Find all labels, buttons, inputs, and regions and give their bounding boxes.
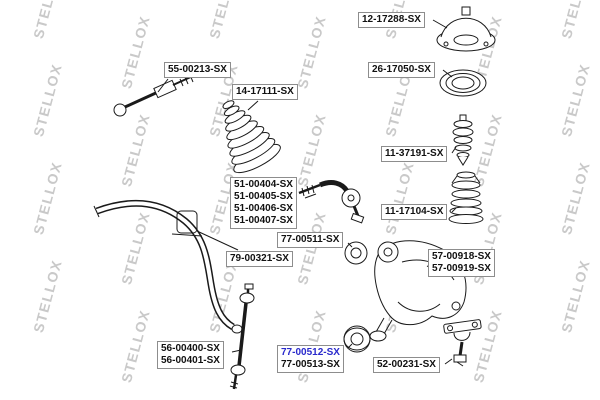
- ball-joint-drawing: [443, 319, 482, 367]
- part-label-ball-joint: 52-00231-SX: [373, 357, 440, 373]
- part-label-rear-bushing: 77-00512-SX 77-00513-SX: [277, 345, 344, 373]
- part-number[interactable]: 51-00406-SX: [234, 203, 293, 214]
- part-number[interactable]: 11-17104-SX: [385, 206, 444, 217]
- part-number[interactable]: 52-00231-SX: [377, 359, 436, 370]
- part-label-strut-bearing: 26-17050-SX: [368, 62, 435, 78]
- part-label-front-bushing: 77-00511-SX: [277, 232, 344, 248]
- shock-boot-drawing: [448, 171, 484, 224]
- part-number[interactable]: 77-00513-SX: [281, 359, 340, 370]
- rear-bushing-drawing: [343, 325, 371, 353]
- part-label-axial-joint: 55-00213-SX: [164, 62, 231, 78]
- part-label-control-arm: 57-00918-SX 57-00919-SX: [428, 249, 495, 277]
- tie-rod-end-drawing: [298, 180, 365, 224]
- part-number[interactable]: 51-00407-SX: [234, 215, 293, 226]
- part-number[interactable]: 55-00213-SX: [168, 64, 227, 75]
- bump-stop-drawing: [452, 114, 474, 166]
- part-label-bump-stop: 11-37191-SX: [381, 146, 448, 162]
- part-number[interactable]: 57-00918-SX: [432, 251, 491, 262]
- part-label-steering-boot: 14-17111-SX: [232, 84, 298, 100]
- part-number[interactable]: 11-37191-SX: [385, 148, 444, 159]
- part-number[interactable]: 57-00919-SX: [432, 263, 491, 274]
- part-number[interactable]: 77-00511-SX: [281, 234, 340, 245]
- part-label-stabilizer-link: 56-00400-SX 56-00401-SX: [157, 341, 224, 369]
- axial-joint-drawing: [113, 74, 194, 117]
- part-label-shock-boot: 11-17104-SX: [381, 204, 448, 220]
- part-number[interactable]: 79-00321-SX: [230, 253, 289, 264]
- part-number[interactable]: 12-17288-SX: [362, 14, 421, 25]
- part-label-tie-rod-ends: 51-00404-SX 51-00405-SX 51-00406-SX 51-0…: [230, 177, 297, 229]
- front-bushing-drawing: [344, 241, 368, 265]
- part-number[interactable]: 56-00401-SX: [161, 355, 220, 366]
- part-number[interactable]: 26-17050-SX: [372, 64, 431, 75]
- part-label-strut-mount: 12-17288-SX: [358, 12, 425, 28]
- strut-mount-drawing: [436, 6, 496, 52]
- strut-bearing-drawing: [439, 69, 487, 97]
- part-number[interactable]: 56-00400-SX: [161, 343, 220, 354]
- steering-boot-drawing: [222, 100, 281, 174]
- part-label-stabilizer-bushing: 79-00321-SX: [226, 251, 293, 267]
- stabilizer-link-drawing: [229, 283, 255, 390]
- part-number[interactable]: 51-00405-SX: [234, 191, 293, 202]
- part-number-selected[interactable]: 77-00512-SX: [281, 347, 340, 358]
- part-number[interactable]: 51-00404-SX: [234, 179, 293, 190]
- stabilizer-bar-drawing: [93, 199, 243, 334]
- part-number[interactable]: 14-17111-SX: [236, 86, 294, 97]
